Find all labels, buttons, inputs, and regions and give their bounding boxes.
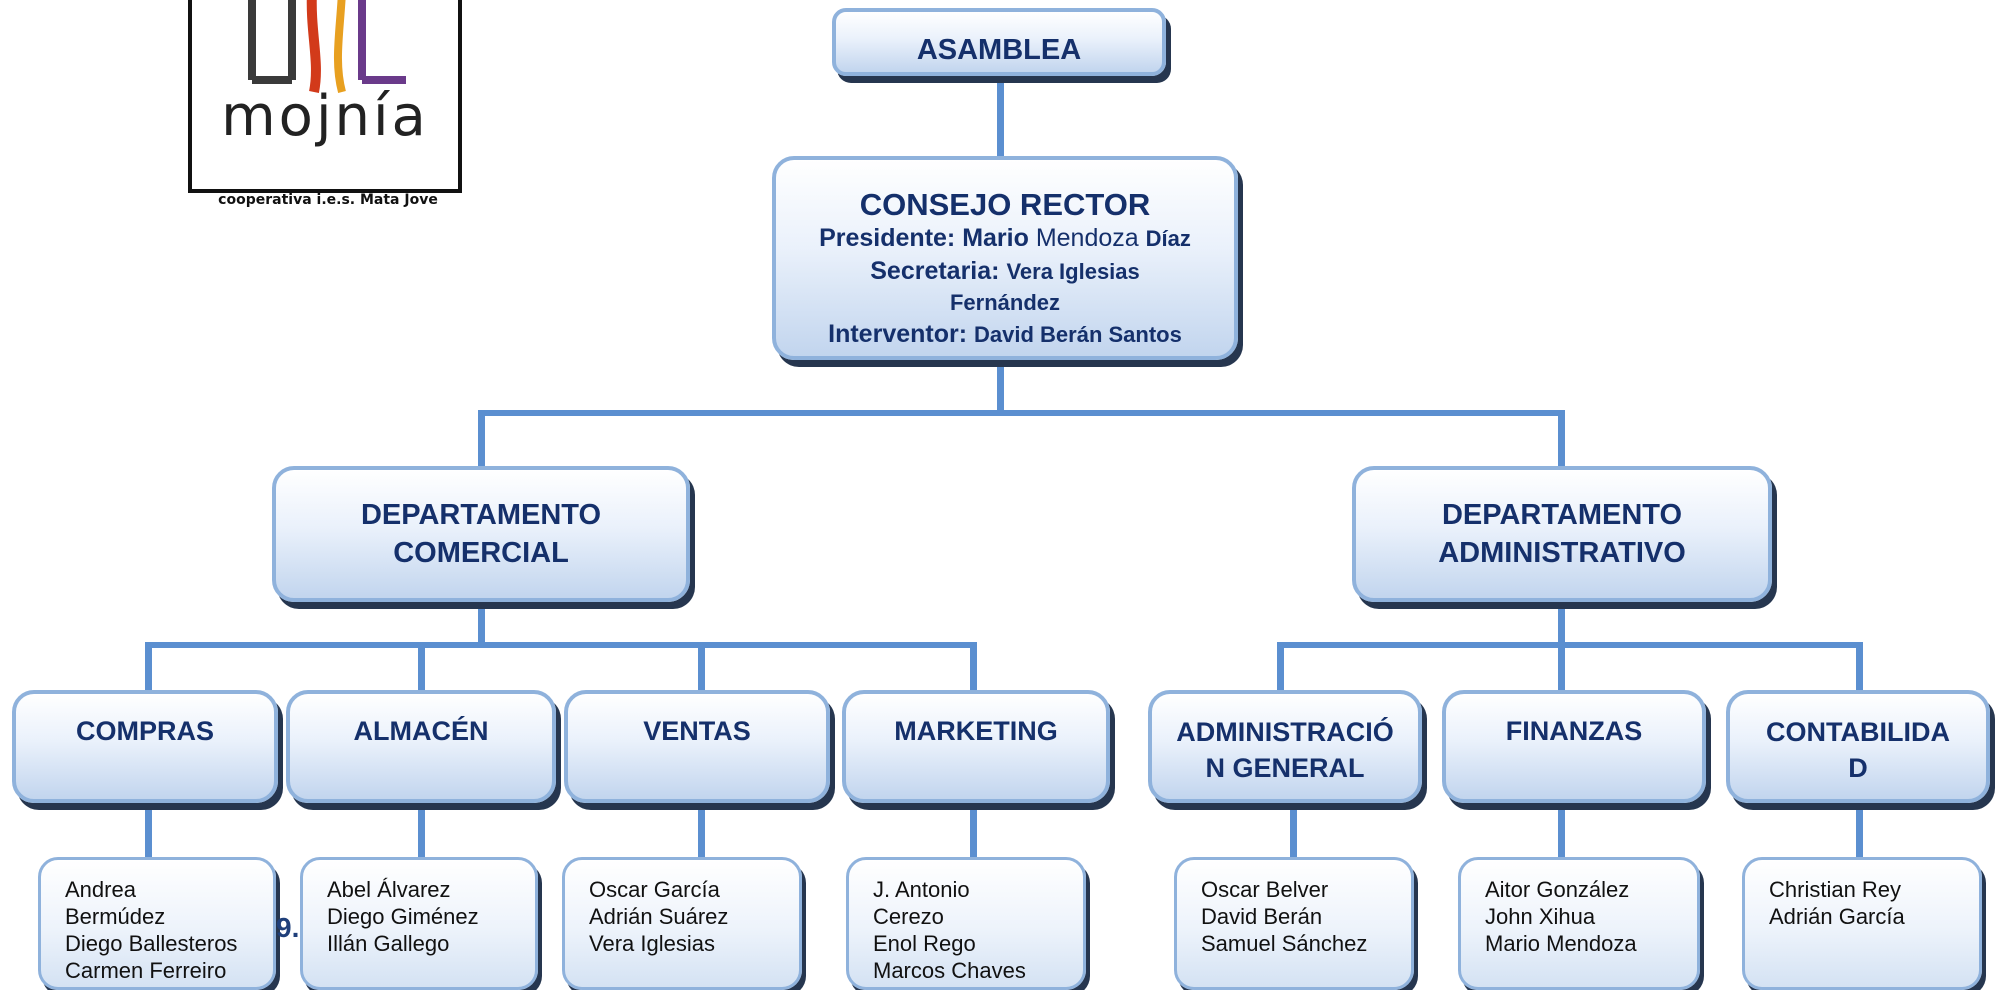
connector-to-admin-general [1277,642,1284,690]
list-item: David Berán [1201,904,1323,929]
list-item: Vera Iglesias [589,931,715,956]
interventor-label: Interventor: [828,320,968,348]
list-item: Diego Giménez [327,904,479,929]
compras-people-box: Andrea Bermúdez Diego Ballesteros Carmen… [38,857,276,990]
finanzas-box: FINANZAS [1442,690,1706,803]
logo-wordmark: mojnía [221,84,429,149]
consejo-interventor: Interventor: David Berán Santos [828,318,1182,351]
list-item: Christian Rey [1769,877,1902,902]
contabilidad-people-box: Christian Rey Adrián García [1742,857,1982,990]
compras-box: COMPRAS [12,690,278,803]
list-item: J. Antonio [873,877,970,902]
list-item: Oscar García [589,877,720,902]
list-item: Adrián Suárez [589,904,729,929]
departamento-comercial-line1: DEPARTAMENTO [360,498,602,531]
list-item: John Xihua [1485,904,1596,929]
secretaria-label: Secretaria: [870,257,1000,285]
contabilidad-box: CONTABILIDA D [1726,690,1990,803]
connector-consejo-down [997,360,1004,413]
almacen-people-box: Abel Álvarez Diego Giménez Illán Gallego [300,857,538,990]
list-item: Marcos Chaves [873,958,1026,983]
admin-general-line1: ADMINISTRACIÓ [1176,717,1394,747]
connector-admin-general-people [1290,803,1297,859]
list-item: Bermúdez [65,904,166,929]
connector-to-finanzas [1558,642,1565,690]
connector-to-compras [145,642,152,690]
connector-almacen-people [418,803,425,859]
almacen-label: ALMACÉN [353,716,489,746]
departamento-administrativo-line1: DEPARTAMENTO [1441,498,1683,531]
connector-contabilidad-people [1856,803,1863,859]
list-item: Adrián García [1769,904,1905,929]
contabilidad-line2: D [1848,753,1868,783]
marketing-label: MARKETING [894,716,1058,746]
list-item: Samuel Sánchez [1201,931,1368,956]
marketing-box: MARKETING [842,690,1110,803]
presidente-label: Presidente: Mario [819,224,1029,252]
ventas-people-box: Oscar García Adrián Suárez Vera Iglesias [562,857,802,990]
connector-comercial-down [478,602,485,646]
list-item: Oscar Belver [1201,877,1329,902]
list-item: Diego Ballesteros [65,931,238,956]
departamento-comercial-line2: COMERCIAL [393,537,569,569]
connector-administrativo-down [1558,602,1565,646]
logo-caption: cooperativa i.e.s. Mata Jove [218,192,438,208]
list-item: Mario Mendoza [1485,931,1637,956]
consejo-secretaria: Secretaria: Vera Iglesias [870,255,1140,288]
marketing-people-box: J. Antonio Cerezo Enol Rego Marcos Chave… [846,857,1086,990]
secretaria-name-cont: Fernández [949,290,1061,315]
list-item: Illán Gallego [327,931,450,956]
admin-general-line2: N GENERAL [1205,753,1365,783]
stray-text: 9. [276,912,300,943]
connector-to-contabilidad [1856,642,1863,690]
admin-general-box: ADMINISTRACIÓ N GENERAL [1148,690,1422,803]
connector-to-administrativo [1558,410,1565,468]
ventas-box: VENTAS [564,690,830,803]
departamento-administrativo-box: DEPARTAMENTO ADMINISTRATIVO [1352,466,1772,602]
presidente-surname-2: Díaz [1145,226,1191,251]
connector-to-comercial [478,410,485,468]
presidente-surname: Mendoza [1035,224,1139,252]
connector-marketing-people [970,803,977,859]
connector-ventas-people [698,803,705,859]
consejo-presidente: Presidente: Mario Mendoza Díaz [819,222,1191,255]
finanzas-label: FINANZAS [1505,716,1643,746]
connector-finanzas-people [1558,803,1565,859]
connector-to-marketing [970,642,977,690]
connector-compras-people [145,803,152,859]
list-item: Aitor González [1485,877,1630,902]
finanzas-people-box: Aitor González John Xihua Mario Mendoza [1458,857,1700,990]
connector-asamblea-consejo [997,72,1004,158]
secretaria-name: Vera Iglesias [1006,259,1140,284]
interventor-name: David Berán Santos [974,322,1182,347]
asamblea-box: ASAMBLEA [832,8,1166,76]
connector-administrativo-bar [1280,642,1860,648]
connector-dept-bar [480,410,1565,416]
asamblea-label: ASAMBLEA [916,33,1082,66]
contabilidad-line1: CONTABILIDA [1766,717,1950,747]
connector-to-almacen [418,642,425,690]
departamento-administrativo-line2: ADMINISTRATIVO [1438,537,1686,569]
list-item: Andrea [65,877,136,902]
consejo-rector-box: CONSEJO RECTOR Presidente: Mario Mendoza… [772,156,1238,360]
connector-to-ventas [698,642,705,690]
list-item: Cerezo [873,904,944,929]
list-item: Abel Álvarez [327,877,451,902]
consejo-title: CONSEJO RECTOR [859,187,1151,222]
list-item: Enol Rego [873,931,976,956]
connector-comercial-bar [148,642,976,648]
cooperative-logo: mojnía [188,0,462,193]
almacen-box: ALMACÉN [286,690,556,803]
ventas-label: VENTAS [643,716,751,746]
compras-label: COMPRAS [75,716,214,746]
logo-mark-icon [248,0,406,94]
list-item: Carmen Ferreiro [65,958,227,983]
departamento-comercial-box: DEPARTAMENTO COMERCIAL [272,466,690,602]
admin-general-people-box: Oscar Belver David Berán Samuel Sánchez [1174,857,1414,990]
